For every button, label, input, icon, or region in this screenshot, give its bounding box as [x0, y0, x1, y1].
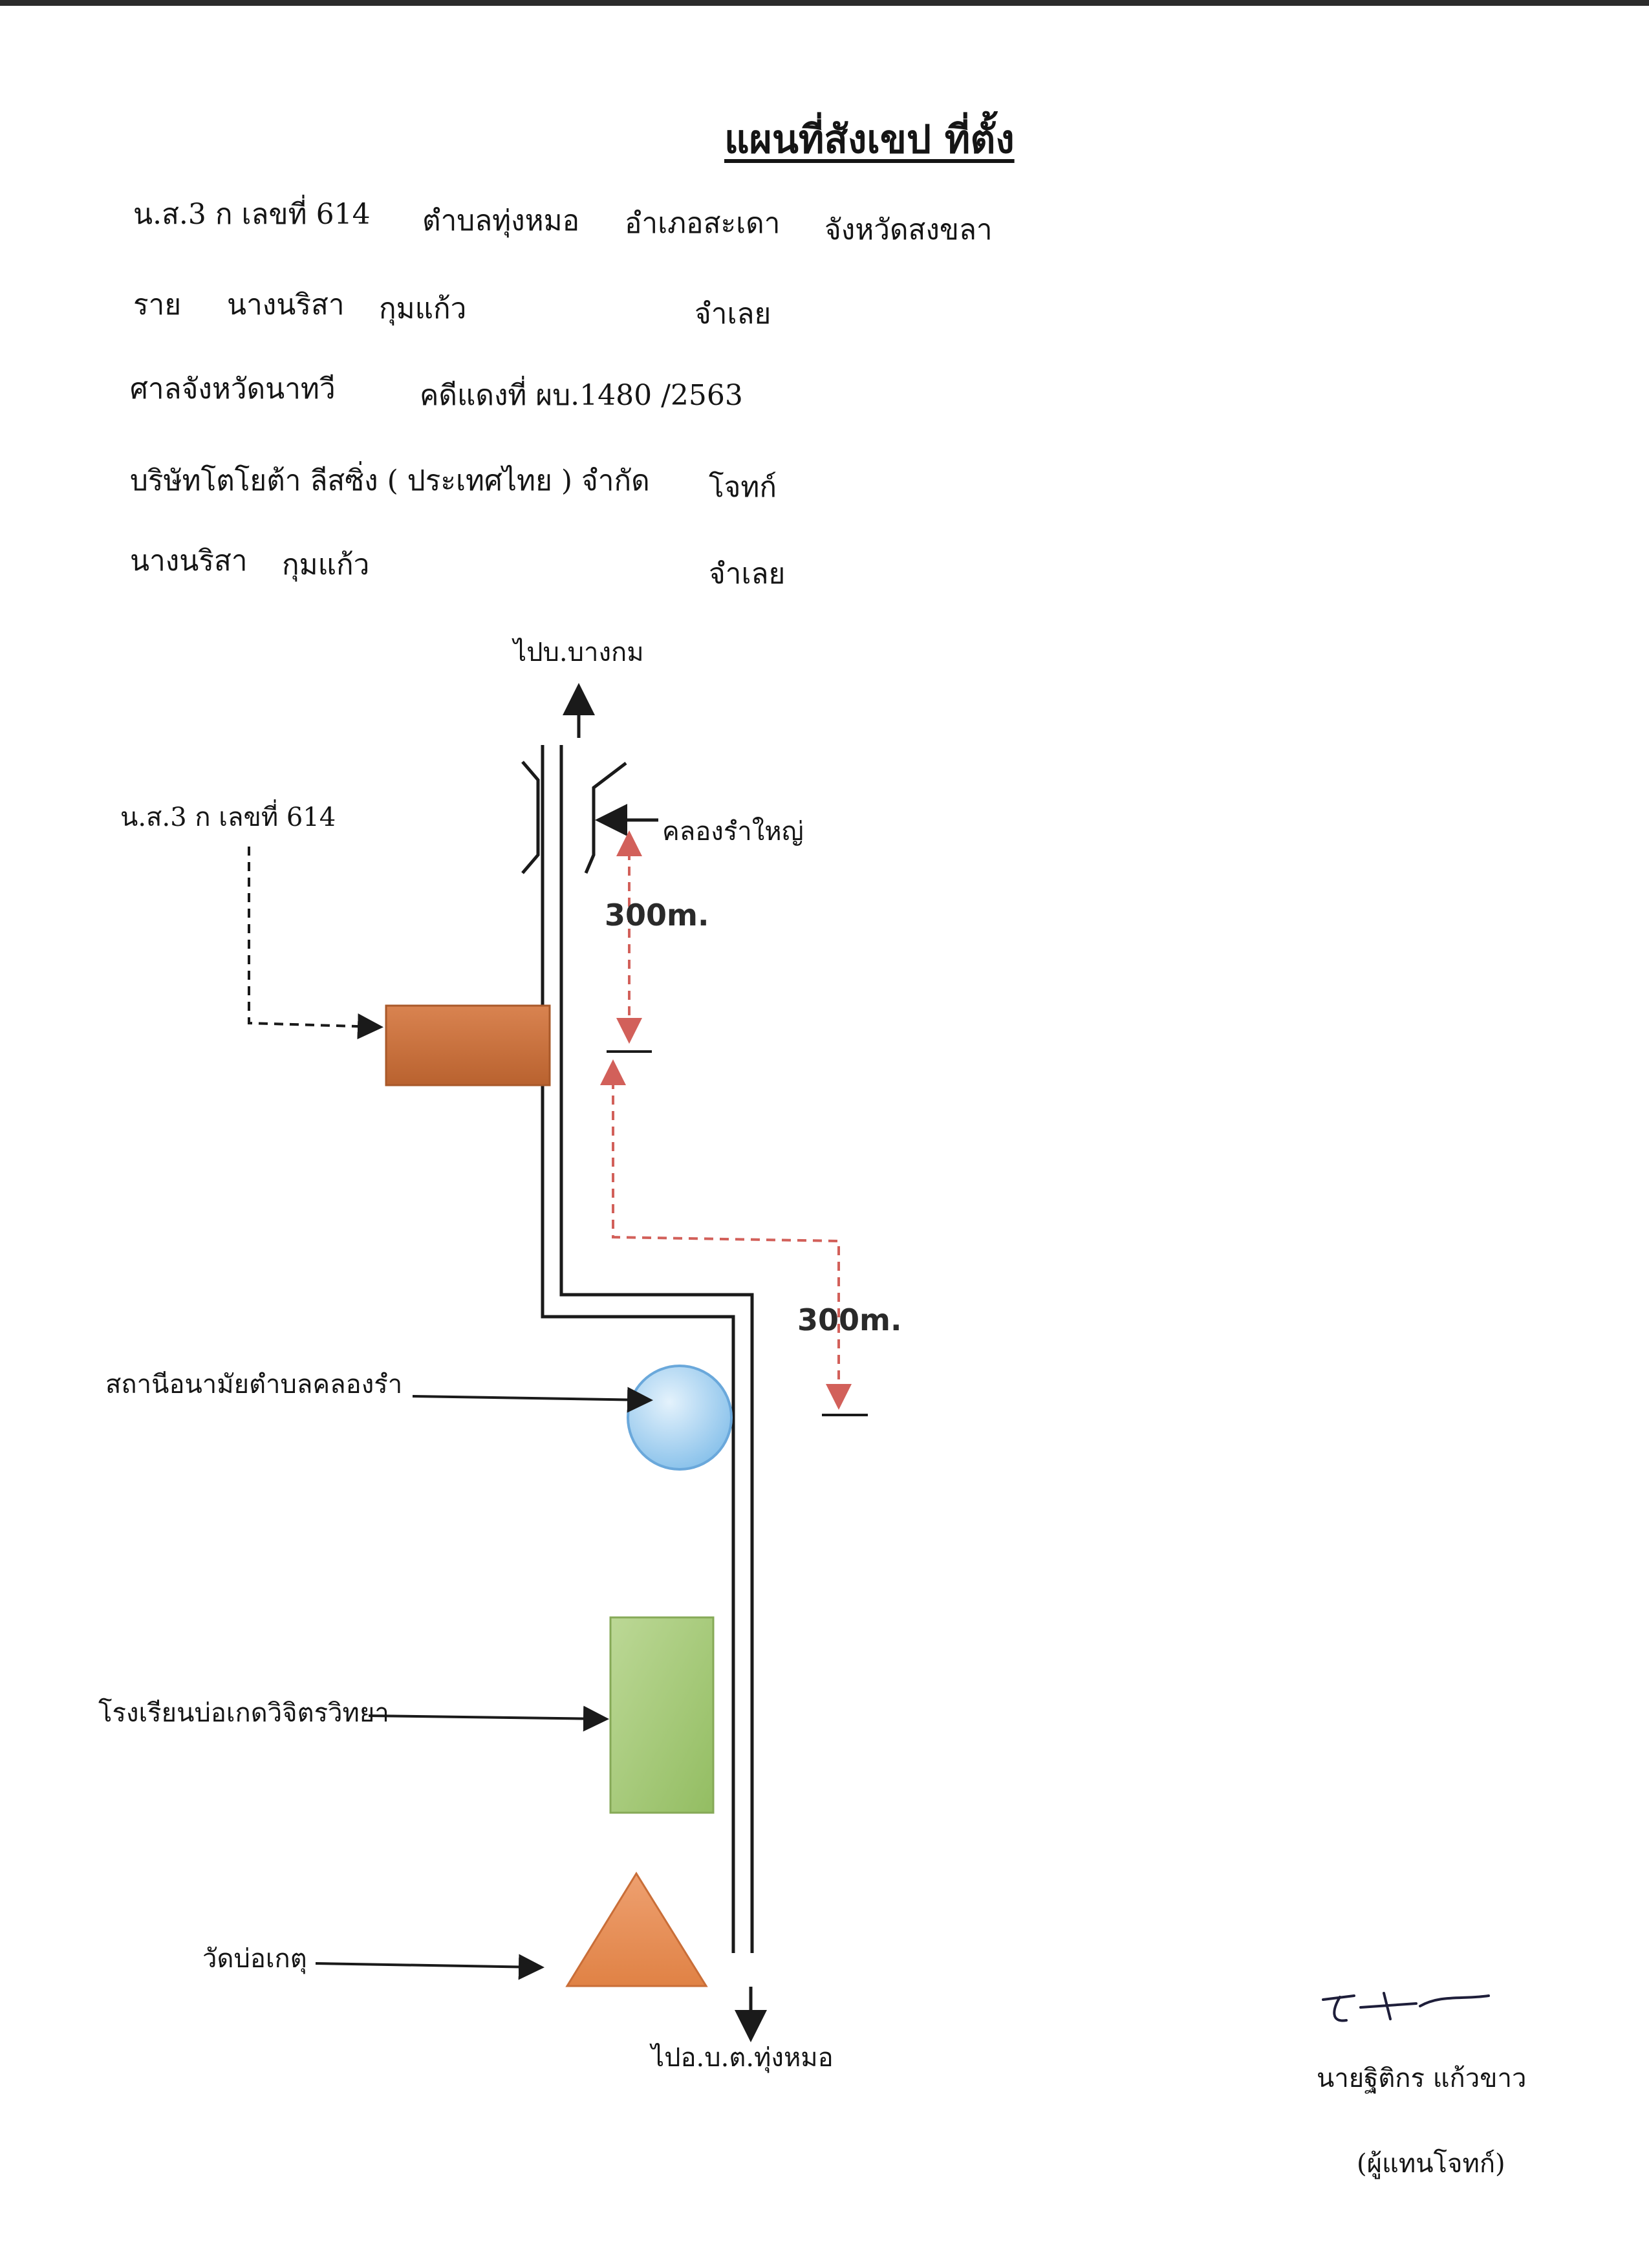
case-number: คดีแดงที่ ผบ.1480 /2563 [420, 379, 743, 412]
health-station-label: สถานีอนามัยตำบลคลองรำ [105, 1370, 403, 1399]
distance-2-line [600, 1059, 852, 1410]
owner-last-name: กุมแก้ว [379, 292, 467, 325]
province: จังหวัดสงขลา [824, 213, 993, 246]
temple-label: วัดบ่อเกตุ [202, 1944, 307, 1974]
district: อำเภอสะเดา [625, 207, 781, 240]
school-pointer-arrow [368, 1705, 609, 1732]
health-station-pointer-arrow [412, 1387, 653, 1413]
plot-marker [385, 1004, 551, 1086]
scan-edge [0, 0, 1649, 6]
owner-role: จำเลย [695, 297, 771, 330]
owner-prefix: ราย [133, 288, 182, 321]
plaintiff-role: โจทก์ [709, 471, 777, 504]
signatory-role: (ผู้แทนโจทก์) [1357, 2149, 1505, 2179]
plot-pointer-line [248, 847, 383, 1040]
signatory-name: นายฐิติกร แก้วขาว [1317, 2064, 1527, 2093]
signature-mark [1322, 1992, 1490, 2022]
temple-pointer-arrow [315, 1954, 544, 1980]
health-station-marker [627, 1365, 733, 1471]
school-marker [609, 1616, 715, 1814]
canal-label: คลองรำใหญ่ [662, 817, 804, 847]
school-label: โรงเรียนบ่อเกดวิจิตรวิทยา [98, 1698, 389, 1728]
subdistrict: ตำบลทุ่งหมอ [422, 204, 580, 237]
defendant-role: จำเลย [709, 557, 786, 590]
owner-first-name: นางนริสา [227, 288, 345, 321]
south-destination-label: ไปอ.บ.ต.ทุ่งหมอ [651, 2043, 834, 2073]
document-title: แผนที่สังเขป ที่ตั้ง [724, 117, 1015, 162]
court-name: ศาลจังหวัดนาทวี [130, 373, 336, 405]
defendant-first-name: นางนริสา [130, 545, 248, 578]
land-deed-label: น.ส.3 ก เลขที่ 614 [133, 198, 371, 231]
temple-marker [565, 1872, 708, 1987]
plaintiff-name: บริษัทโตโยต้า ลีสซิ่ง ( ประเทศไทย ) จำกั… [130, 464, 650, 497]
defendant-last-name: กุมแก้ว [282, 548, 370, 581]
plot-label: น.ส.3 ก เลขที่ 614 [120, 803, 336, 832]
north-destination-label: ไปบ.บางกม [513, 638, 644, 667]
distance-2-label: 300m. [797, 1302, 902, 1337]
bridge-right-rail [584, 762, 627, 874]
bridge-left-rail [521, 761, 540, 874]
distance-1-label: 300m. [605, 898, 709, 933]
